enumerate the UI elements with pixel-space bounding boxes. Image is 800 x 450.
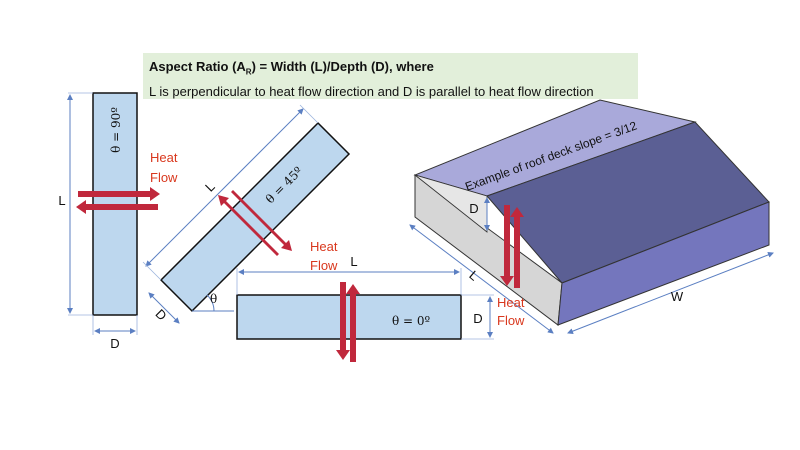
horizontal-heat-label-1: Heat: [310, 239, 338, 254]
tilted-angle-arc: [206, 294, 215, 312]
aspect-ratio-title: Aspect Ratio (AR) = Width (L)/Depth (D),…: [149, 59, 434, 77]
tilted-length-extension-bottom: [142, 261, 162, 281]
roof-width-label: W: [671, 289, 684, 304]
roof-width-dimension: [567, 252, 774, 334]
horizontal-heat-label-2: Flow: [310, 258, 338, 273]
tilted-depth-dimension: [148, 292, 180, 324]
vertical-heat-label-1: Heat: [150, 150, 178, 165]
roof-heat-arrow-down: [500, 205, 514, 286]
vertical-heat-arrow-left: [76, 200, 158, 214]
horizontal-heat-arrow-down: [336, 282, 350, 360]
aspect-ratio-subtitle: L is perpendicular to heat flow directio…: [149, 83, 594, 99]
tilted-length-label: L: [202, 179, 218, 195]
vertical-heat-arrow-right: [78, 187, 160, 201]
horizontal-heat-arrow-up: [346, 284, 360, 362]
tilted-depth-label: D: [153, 306, 170, 323]
tilted-panel: [159, 121, 351, 313]
tilted-panel-group: θ = 45º L D θ: [142, 104, 351, 324]
horizontal-panel-group: θ = 0º L D Heat Flow: [236, 239, 494, 362]
vertical-depth-label: D: [110, 336, 119, 351]
roof-depth-label: D: [469, 201, 478, 216]
tilted-heat-arrow-down: [231, 190, 292, 251]
tilted-angle-symbol: θ: [210, 292, 217, 306]
roof-heat-arrow-up: [510, 207, 524, 288]
horizontal-length-label: L: [350, 254, 357, 269]
aspect-ratio-definition-box: Aspect Ratio (AR) = Width (L)/Depth (D),…: [143, 53, 638, 99]
roof-heat-label-2: Flow: [497, 313, 525, 328]
horizontal-panel-angle-label: θ = 0º: [392, 314, 431, 328]
tilted-length-extension-top: [299, 104, 319, 124]
roof-heat-label-1: Heat: [497, 295, 525, 310]
tilted-heat-arrow-up: [218, 195, 279, 256]
vertical-length-label: L: [58, 193, 65, 208]
roof-length-label: L: [466, 267, 481, 283]
roof-deck-group: D Example of roof deck slope = 3/12 L W …: [409, 99, 774, 334]
horizontal-depth-label: D: [473, 311, 482, 326]
roof-length-dimension: [409, 224, 554, 334]
vertical-heat-label-2: Flow: [150, 170, 178, 185]
vertical-panel-angle-label: θ = 90º: [109, 107, 123, 153]
tilted-length-dimension: [145, 108, 304, 267]
